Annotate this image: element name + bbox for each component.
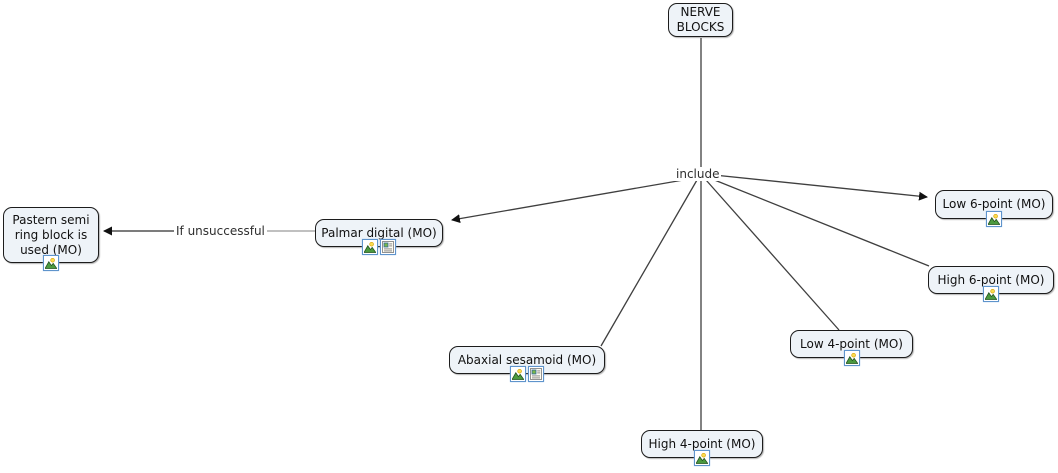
node-label: NERVE BLOCKS [676,5,725,34]
node-low-4-point[interactable]: Low 4-point (MO) [790,330,913,366]
image-icon[interactable] [986,211,1002,227]
image-icon[interactable] [510,366,526,382]
node-abaxial-sesamoid[interactable]: Abaxial sesamoid (MO) [449,346,605,382]
node-label: Low 4-point (MO) [800,336,903,351]
node-pastern-semi-ring-block[interactable]: Pastern semi ring block is used (MO) [3,207,99,271]
linking-phrase-include[interactable]: include [674,167,722,181]
document-icon[interactable] [380,239,396,255]
node-label: High 6-point (MO) [937,272,1045,287]
image-icon[interactable] [362,239,378,255]
node-label: Palmar digital (MO) [321,225,437,240]
image-icon[interactable] [843,350,860,366]
node-label: High 4-point (MO) [648,436,756,451]
image-icon[interactable] [43,255,59,271]
node-low-6-point[interactable]: Low 6-point (MO) [935,190,1053,227]
node-label: Low 6-point (MO) [942,197,1046,211]
node-label: Pastern semi ring block is used (MO) [12,212,90,257]
image-icon[interactable] [694,450,710,466]
node-label: Abaxial sesamoid (MO) [457,352,597,367]
node-high-4-point[interactable]: High 4-point (MO) [641,430,763,466]
node-palmar-digital[interactable]: Palmar digital (MO) [315,219,443,255]
node-high-6-point[interactable]: High 6-point (MO) [928,266,1054,302]
linking-phrase-if-unsuccessful[interactable]: If unsuccessful [174,224,267,238]
node-nerve-blocks[interactable]: NERVE BLOCKS [668,3,733,37]
document-icon[interactable] [528,366,544,382]
image-icon[interactable] [983,286,999,302]
